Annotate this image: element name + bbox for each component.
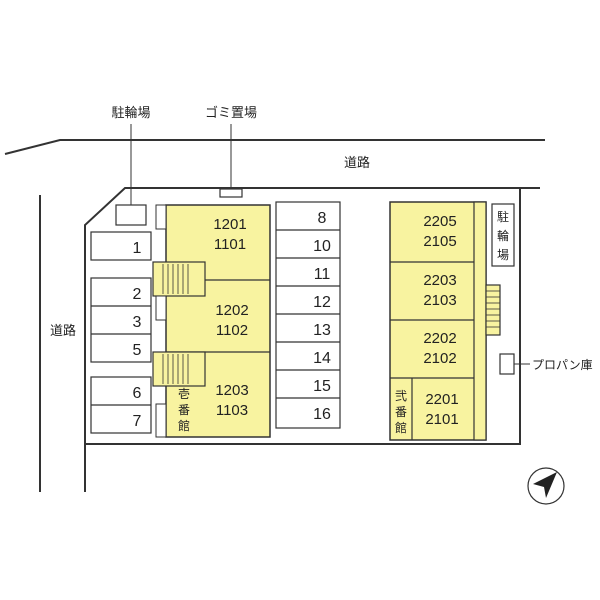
- parking-space-1: [90, 231, 152, 261]
- bicycle-parking-right-char-2: 輪: [497, 228, 509, 243]
- parking-num-2: 2: [133, 286, 142, 303]
- unit-2202: 2202: [423, 330, 456, 347]
- bicycle-parking-right-box: [491, 203, 515, 267]
- unit-2205: 2205: [423, 213, 456, 230]
- parking-num-8: 8: [318, 210, 327, 227]
- unit-1101: 1101: [214, 236, 246, 253]
- parking-num-10: 10: [313, 238, 331, 255]
- unit-1103: 1103: [216, 402, 248, 419]
- parking-num-3: 3: [133, 314, 142, 331]
- building-2-body: [389, 201, 487, 441]
- unit-2201: 2201: [425, 391, 458, 408]
- parking-num-7: 7: [133, 413, 142, 430]
- garbage-area-box: [219, 188, 243, 198]
- unit-1201: 1201: [213, 216, 246, 233]
- unit-2101: 2101: [425, 411, 458, 428]
- parking-num-16: 16: [313, 406, 331, 423]
- unit-2203: 2203: [423, 272, 456, 289]
- building-1-stair-1: [152, 261, 206, 297]
- building-1: 1201 1101 1202 1102 1203 1103 壱 番 館: [152, 204, 271, 438]
- propane-shed-box: [499, 353, 515, 375]
- parking-num-13: 13: [313, 322, 331, 339]
- parking-left: [90, 231, 152, 434]
- building-1-name-char-1: 壱: [178, 387, 190, 401]
- building-2: 2205 2105 2203 2103 2202 2102 2201 2101 …: [389, 201, 501, 441]
- building-2-corridor: [473, 201, 487, 441]
- site-bottom-edge: [85, 188, 521, 445]
- parking-num-12: 12: [313, 294, 331, 311]
- bicycle-parking-right-char-1: 駐: [497, 209, 509, 224]
- unit-2103: 2103: [423, 292, 456, 309]
- bicycle-parking-top-box: [115, 204, 147, 226]
- building-2-stair: [485, 284, 501, 336]
- unit-1202: 1202: [215, 302, 248, 319]
- propane-shed-label: プロパン庫: [532, 358, 593, 372]
- site-boundary: [4, 139, 545, 492]
- unit-1102: 1102: [216, 322, 248, 339]
- building-1-body: [165, 204, 271, 438]
- unit-1203: 1203: [215, 382, 248, 399]
- parking-middle: [275, 201, 341, 429]
- north-arrow-icon: [527, 467, 565, 505]
- building-1-name-char-2: 番: [178, 403, 190, 417]
- parking-num-15: 15: [313, 378, 331, 395]
- building-2-name-char-1: 弐: [395, 389, 407, 403]
- garbage-area-label: ゴミ置場: [205, 105, 257, 121]
- road-top-label: 道路: [344, 155, 370, 171]
- parking-num-5: 5: [133, 342, 142, 359]
- bicycle-parking-top-label: 駐輪場: [111, 105, 150, 121]
- parking-num-11: 11: [314, 266, 331, 283]
- road-top-edge: [4, 139, 545, 155]
- parking-num-1: 1: [133, 240, 142, 257]
- unit-2105: 2105: [423, 233, 456, 250]
- bicycle-parking-right-char-3: 場: [497, 248, 509, 262]
- building-1-stair-2: [152, 351, 206, 387]
- parking-num-14: 14: [313, 350, 331, 367]
- building-2-name-char-2: 番: [395, 405, 407, 419]
- parking-middle-numbers: 8 10 11 12 13 14 15 16: [313, 210, 331, 423]
- road-left-label: 道路: [50, 323, 76, 339]
- building-1-name-char-3: 館: [178, 418, 190, 433]
- unit-2102: 2102: [423, 350, 456, 367]
- building-2-name-char-3: 館: [395, 420, 407, 435]
- site-edge: [84, 187, 540, 492]
- parking-num-6: 6: [133, 385, 142, 402]
- parking-middle-block: [275, 201, 341, 429]
- parking-group-2-5: [90, 277, 152, 363]
- parking-left-numbers: 1 2 3 5 6 7: [133, 240, 142, 430]
